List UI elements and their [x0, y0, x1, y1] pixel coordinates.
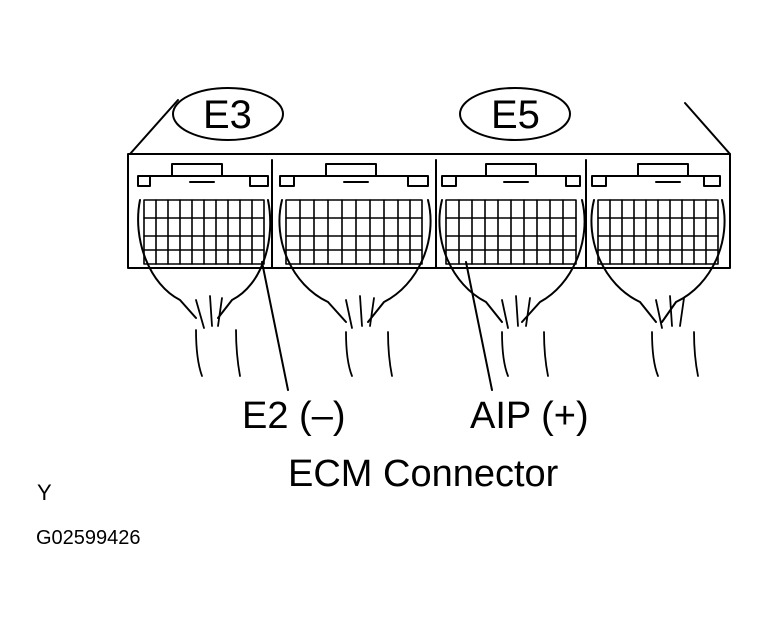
- e3-oval: [172, 87, 284, 141]
- e5-oval: [459, 87, 571, 141]
- pin-grid-block-3: [445, 199, 577, 265]
- ecm-connector-body: [127, 153, 731, 269]
- figure-code: G02599426: [36, 527, 141, 549]
- pin-grid-block-2: [285, 199, 423, 265]
- aip-terminal-label: AIP (+): [470, 395, 589, 437]
- view-marker: Y: [37, 480, 52, 505]
- connector-id-e5: E5: [491, 93, 540, 137]
- wire-bundles: [195, 295, 699, 377]
- connector-boot-2: [278, 199, 432, 323]
- ecm-housing-outline: [129, 99, 731, 155]
- e2-terminal-label: E2 (–): [242, 395, 346, 437]
- pin-grid-block-1: [143, 199, 265, 265]
- connector-id-e3: E3: [203, 93, 252, 137]
- e2-leader-line: [261, 261, 289, 391]
- pin-grid-block-4: [597, 199, 719, 265]
- aip-leader-line: [465, 261, 493, 391]
- connector-boot-4: [590, 199, 726, 323]
- connector-latches: [137, 163, 721, 187]
- connector-boot-3: [438, 199, 586, 323]
- diagram-caption: ECM Connector: [288, 453, 559, 495]
